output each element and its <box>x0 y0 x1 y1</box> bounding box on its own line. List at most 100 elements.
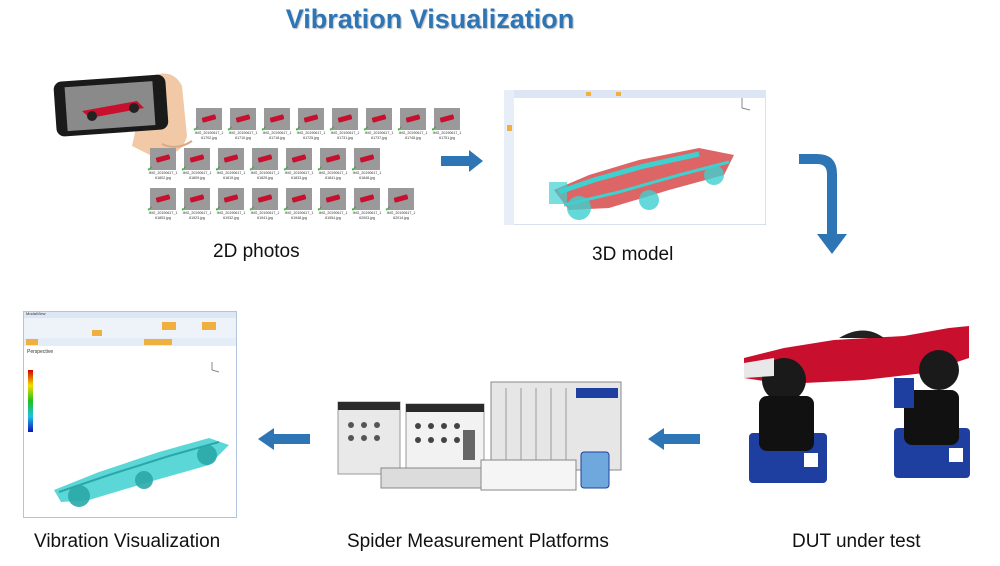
thumbnail-image: ✔ <box>249 188 278 213</box>
thumbnail-filename: IMG_20190617_161923.jpg <box>182 211 212 220</box>
car-icon <box>223 194 239 203</box>
3d-model-screenshot <box>504 90 766 225</box>
thumbnail-image: ✔ <box>385 188 414 213</box>
photo-thumbnail: ✔IMG_20190617_161819.jpg <box>215 148 246 188</box>
thumbnail-image: ✔ <box>261 108 290 133</box>
dut-car-on-shakers-image <box>744 326 970 483</box>
thumbnail-image: ✔ <box>397 108 426 133</box>
photo-thumbnail: ✔IMG_20190617_161932.jpg <box>215 188 246 228</box>
caption-2d-photos: 2D photos <box>213 241 300 262</box>
car-icon <box>303 114 319 123</box>
photo-thumbnail: ✔IMG_20190617_162003.jpg <box>351 188 382 228</box>
checkmark-icon: ✔ <box>215 206 221 213</box>
thumbnail-image: ✔ <box>227 108 256 133</box>
thumbnail-filename: IMG_20190617_161710.jpg <box>228 131 258 140</box>
page-title: Vibration Visualization <box>285 4 575 34</box>
checkmark-icon: ✔ <box>181 166 187 173</box>
checkmark-icon: ✔ <box>397 126 403 133</box>
arrow-right-icon <box>441 150 483 172</box>
photo-thumbnail: ✔IMG_20190617_161923.jpg <box>181 188 212 228</box>
car-icon <box>325 154 341 163</box>
thumbnail-filename: IMG_20190617_161725.jpg <box>296 131 326 140</box>
checkmark-icon: ✔ <box>317 166 323 173</box>
photo-thumbnail: ✔IMG_20190617_161848.jpg <box>351 148 382 188</box>
checkmark-icon: ✔ <box>249 166 255 173</box>
car-icon <box>337 114 353 123</box>
car-icon <box>189 194 205 203</box>
car-icon <box>325 194 341 203</box>
thumbnail-filename: IMG_20190617_161745.jpg <box>398 131 428 140</box>
arrow-left-icon <box>648 428 700 450</box>
photo-thumbnail: ✔IMG_20190617_161802.jpg <box>147 148 178 188</box>
caption-dut: DUT under test <box>792 531 921 552</box>
checkmark-icon: ✔ <box>227 126 233 133</box>
checkmark-icon: ✔ <box>431 126 437 133</box>
checkmark-icon: ✔ <box>249 206 255 213</box>
thumbnail-filename: IMG_20190617_161954.jpg <box>318 211 348 220</box>
checkmark-icon: ✔ <box>215 166 221 173</box>
car-icon <box>393 194 409 203</box>
thumbnail-filename: IMG_20190617_161932.jpg <box>216 211 246 220</box>
car-icon <box>291 154 307 163</box>
thumbnail-image: ✔ <box>351 188 380 213</box>
thumbnail-image: ✔ <box>249 148 278 173</box>
arrow-turn-down-icon <box>799 154 847 254</box>
arrow-left-icon <box>258 428 310 450</box>
photo-thumbnail: ✔IMG_20190617_161725.jpg <box>295 108 326 148</box>
car-icon <box>189 154 205 163</box>
photo-thumbnail: ✔IMG_20190617_162014.jpg <box>385 188 416 228</box>
car-icon <box>405 114 421 123</box>
thumbnail-image: ✔ <box>329 108 358 133</box>
checkmark-icon: ✔ <box>181 206 187 213</box>
photo-thumbnail: ✔IMG_20190617_161751.jpg <box>431 108 462 148</box>
checkmark-icon: ✔ <box>329 126 335 133</box>
photo-thumbnail: ✔IMG_20190617_161702.jpg <box>193 108 224 148</box>
thumbnail-filename: IMG_20190617_161825.jpg <box>250 171 280 180</box>
car-icon <box>257 194 273 203</box>
thumbnail-filename: IMG_20190617_161718.jpg <box>262 131 292 140</box>
checkmark-icon: ✔ <box>351 206 357 213</box>
thumbnail-filename: IMG_20190617_161848.jpg <box>352 171 382 180</box>
car-icon <box>257 154 273 163</box>
car-icon <box>359 154 375 163</box>
caption-vibration-visualization: Vibration Visualization <box>34 531 221 552</box>
thumbnail-filename: IMG_20190617_161802.jpg <box>148 171 178 180</box>
thumbnail-filename: IMG_20190617_161819.jpg <box>216 171 246 180</box>
photo-thumbnail: ✔IMG_20190617_161825.jpg <box>249 148 280 188</box>
thumbnail-filename: IMG_20190617_161941.jpg <box>250 211 280 220</box>
checkmark-icon: ✔ <box>317 206 323 213</box>
car-icon <box>359 194 375 203</box>
thumbnail-filename: IMG_20190617_161737.jpg <box>364 131 394 140</box>
checkmark-icon: ✔ <box>283 166 289 173</box>
thumbnail-image: ✔ <box>363 108 392 133</box>
caption-spider: Spider Measurement Platforms <box>347 531 609 552</box>
thumbnail-filename: IMG_20190617_161702.jpg <box>194 131 224 140</box>
thumbnail-image: ✔ <box>147 188 176 213</box>
thumbnail-filename: IMG_20190617_161751.jpg <box>432 131 462 140</box>
thumbnail-filename: IMG_20190617_161833.jpg <box>284 171 314 180</box>
viz-window-title: ModalView <box>26 311 46 316</box>
viz-screenshot: ModalView Perspective <box>23 311 237 518</box>
checkmark-icon: ✔ <box>363 126 369 133</box>
car-icon <box>439 114 455 123</box>
thumbnail-image: ✔ <box>215 148 244 173</box>
photo-thumbnail: ✔IMG_20190617_161948.jpg <box>283 188 314 228</box>
viz-view-label: Perspective <box>27 349 54 355</box>
checkmark-icon: ✔ <box>385 206 391 213</box>
car-icon <box>235 114 251 123</box>
photo-thumbnail: ✔IMG_20190617_161841.jpg <box>317 148 348 188</box>
checkmark-icon: ✔ <box>193 126 199 133</box>
photo-thumbnail: ✔IMG_20190617_161745.jpg <box>397 108 428 148</box>
photo-thumbnail: ✔IMG_20190617_161737.jpg <box>363 108 394 148</box>
photo-thumbnail: ✔IMG_20190617_161853.jpg <box>147 188 178 228</box>
checkmark-icon: ✔ <box>295 126 301 133</box>
photo-thumbnail-grid: ✔IMG_20190617_161702.jpg✔IMG_20190617_16… <box>147 108 461 228</box>
car-icon <box>155 194 171 203</box>
checkmark-icon: ✔ <box>261 126 267 133</box>
car-icon <box>269 114 285 123</box>
thumbnail-image: ✔ <box>181 148 210 173</box>
thumbnail-image: ✔ <box>283 188 312 213</box>
thumbnail-image: ✔ <box>295 108 324 133</box>
photo-thumbnail: ✔IMG_20190617_161809.jpg <box>181 148 212 188</box>
photo-thumbnail: ✔IMG_20190617_161718.jpg <box>261 108 292 148</box>
